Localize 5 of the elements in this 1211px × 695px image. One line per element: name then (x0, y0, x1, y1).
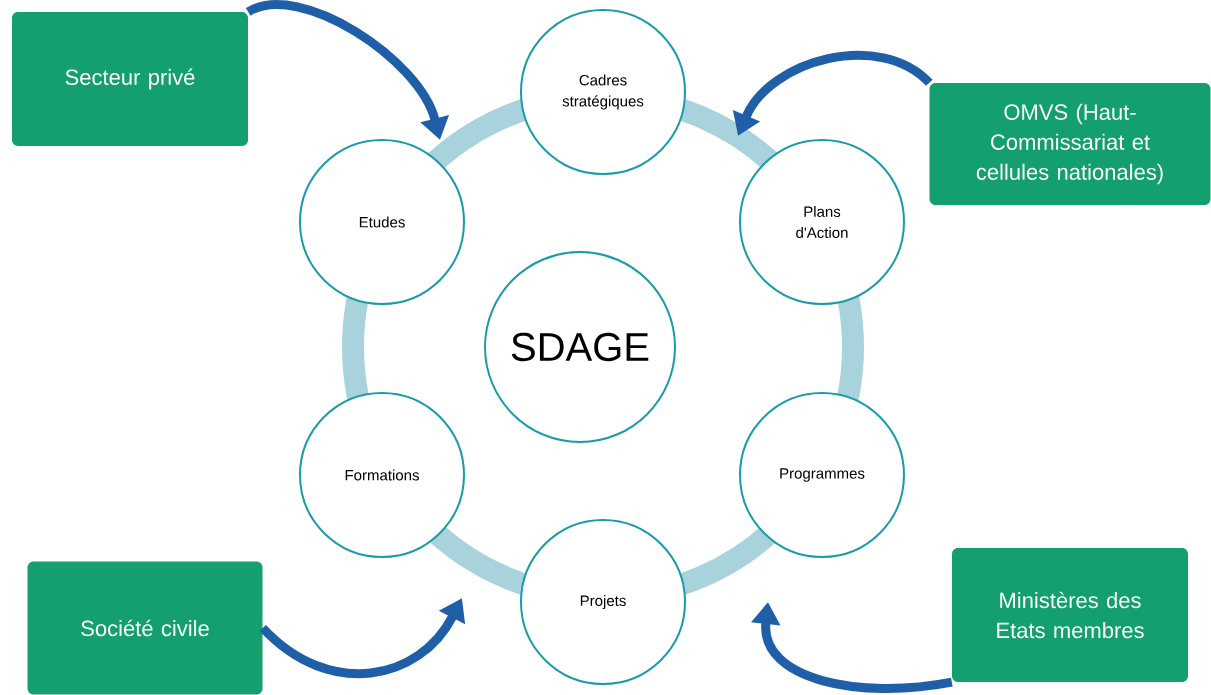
actor-box: Ministères des Etats membres (952, 548, 1188, 682)
actor-box: Secteur privé (12, 12, 248, 146)
actor-box: Société civile (27, 561, 263, 695)
node-label: Projets (580, 595, 626, 609)
actor-box: OMVS (Haut-Commissariat et cellules nationales) (929, 83, 1211, 205)
